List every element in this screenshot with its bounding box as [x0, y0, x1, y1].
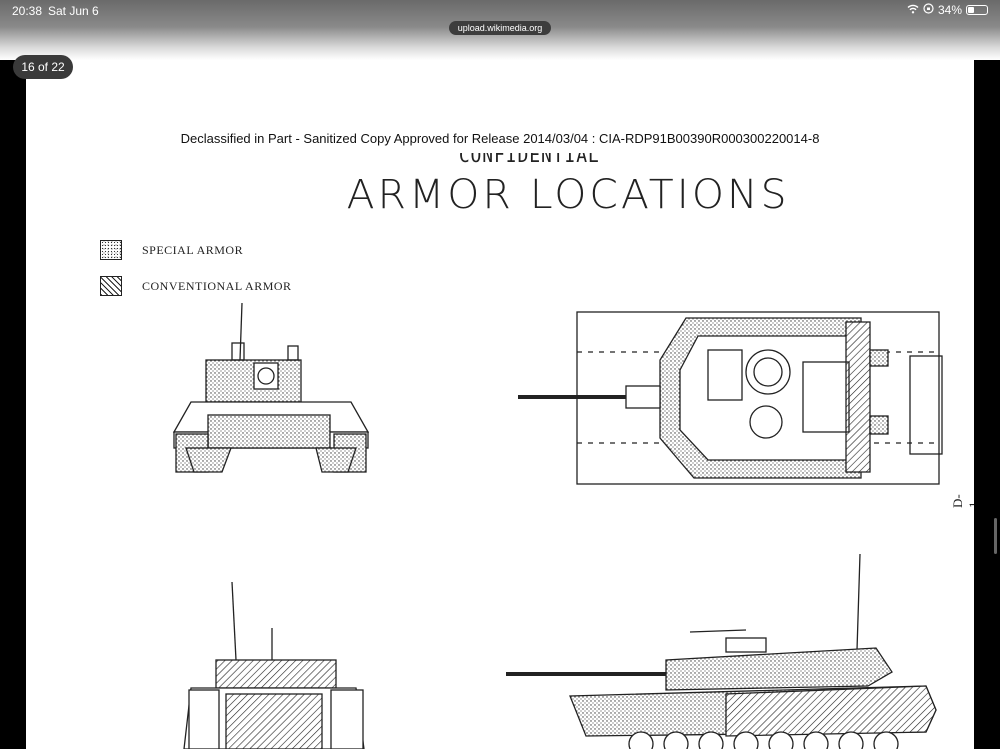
tank-drawings — [172, 302, 943, 749]
battery-icon — [966, 5, 988, 15]
url-bar[interactable]: upload.wikimedia.org — [449, 21, 551, 35]
declassified-banner: Declassified in Part - Sanitized Copy Ap… — [180, 131, 820, 146]
status-bar: 20:38 Sat Jun 6 34% upload.wikimedia.org — [0, 0, 1000, 60]
tank-side-view-icon — [506, 553, 937, 749]
classification-marking: CONFIDENTIAL — [458, 143, 600, 167]
status-time: 20:38 — [12, 4, 43, 18]
stipple-swatch-icon — [100, 240, 122, 260]
battery-fill — [968, 7, 974, 13]
tank-rear-view-icon — [183, 581, 365, 749]
legend-item-special-armor: SPECIAL ARMOR — [100, 240, 243, 260]
status-date: Sat Jun 6 — [48, 4, 99, 18]
orientation-lock-icon — [923, 3, 934, 17]
page-title: ARMOR LOCATIONS — [346, 172, 790, 218]
legend-label-conventional-armor: CONVENTIONAL ARMOR — [142, 278, 292, 293]
legend-item-conventional-armor: CONVENTIONAL ARMOR — [100, 276, 292, 296]
battery-percent: 34% — [937, 3, 962, 17]
hatch-swatch-icon — [100, 276, 122, 296]
tank-front-view-icon — [172, 302, 370, 473]
wifi-icon — [907, 3, 919, 17]
document-page[interactable]: Declassified in Part - Sanitized Copy Ap… — [26, 60, 974, 749]
tank-top-view-icon — [518, 311, 943, 485]
legend-label-special-armor: SPECIAL ARMOR — [142, 242, 244, 257]
page-counter: 16 of 22 — [13, 55, 73, 79]
page-number-mark: D-1 — [950, 494, 974, 508]
status-indicators: 34% — [907, 3, 988, 17]
scroll-indicator[interactable] — [994, 518, 997, 554]
